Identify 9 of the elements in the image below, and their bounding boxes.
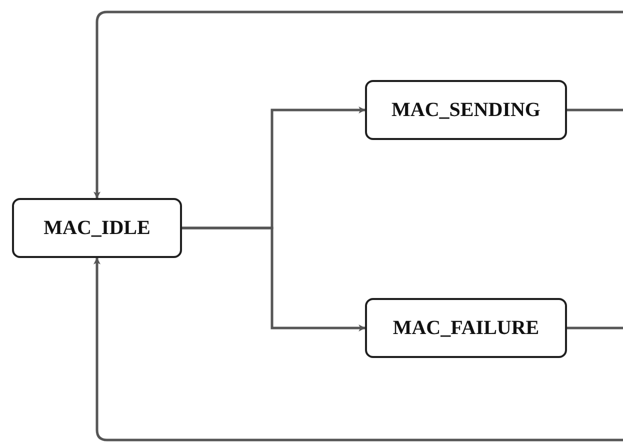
arrow	[94, 257, 623, 442]
state-box	[365, 298, 567, 358]
state-box	[365, 80, 567, 140]
state-label: MAC_FAILURE	[392, 316, 540, 340]
arrow	[94, 10, 623, 199]
state-box	[12, 198, 182, 258]
state-label: MAC_SENDING	[392, 98, 540, 122]
state-label: MAC_IDLE	[44, 216, 150, 240]
arrow	[182, 226, 366, 332]
